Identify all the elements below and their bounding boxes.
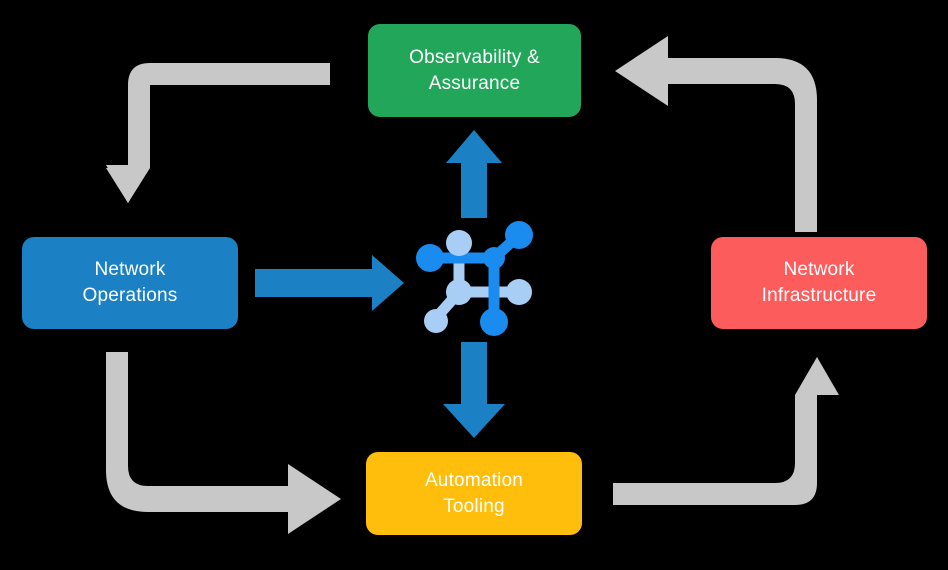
node-label: Observability & Assurance xyxy=(409,46,540,94)
topology-node-center-dark xyxy=(483,247,505,269)
connector-automation-to-infrastructure xyxy=(613,357,839,505)
topology-node-bottom-dark xyxy=(480,308,508,336)
connector-operations-to-center xyxy=(255,255,404,311)
network-topology-icon xyxy=(416,221,533,336)
connector-center-to-observability xyxy=(446,130,502,218)
node-label: Network Operations xyxy=(82,259,178,306)
topology-node-right-light xyxy=(506,279,532,305)
topology-node-top-light xyxy=(446,230,472,256)
node-observability-assurance[interactable]: Observability & Assurance xyxy=(368,24,581,117)
topology-node-topright-dark xyxy=(505,221,533,249)
node-network-infrastructure[interactable]: Network Infrastructure xyxy=(711,237,927,329)
topology-node-left-dark xyxy=(416,244,444,272)
topology-node-bottomleft-light xyxy=(424,309,448,333)
connector-center-to-automation xyxy=(443,342,505,438)
node-label: Automation Tooling xyxy=(424,469,524,517)
connector-observability-to-operations xyxy=(106,63,330,203)
connector-infrastructure-to-observability xyxy=(615,36,817,232)
node-network-operations[interactable]: Network Operations xyxy=(22,237,238,329)
node-label: Network Infrastructure xyxy=(761,259,877,306)
topology-node-mid-light xyxy=(446,279,472,305)
node-automation-tooling[interactable]: Automation Tooling xyxy=(366,452,582,535)
connector-operations-to-automation xyxy=(106,352,341,534)
